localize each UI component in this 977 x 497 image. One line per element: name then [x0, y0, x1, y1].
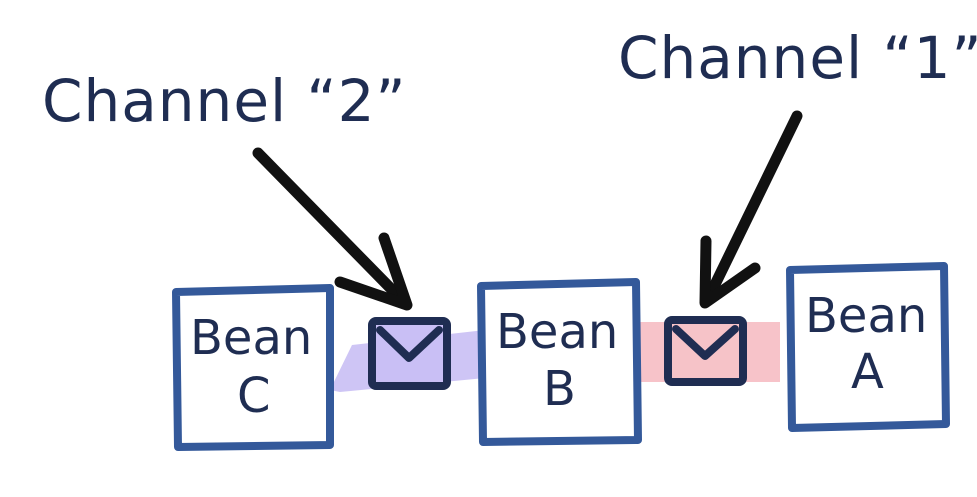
- bean-a-box: Bean A: [786, 262, 950, 432]
- channel-2-label: Channel “2”: [42, 67, 407, 135]
- channel-1-label: Channel “1”: [618, 24, 977, 92]
- bean-a-label-line1: Bean: [805, 288, 927, 344]
- bean-a-label-line2: A: [851, 344, 884, 400]
- envelope-icon: [368, 317, 451, 390]
- bean-c-box: Bean C: [172, 284, 334, 451]
- arrow-channel-2: [252, 147, 413, 311]
- bean-c-label-line2: C: [237, 368, 271, 424]
- arrow-channel-1: [699, 110, 803, 309]
- bean-c-label-line1: Bean: [190, 310, 312, 366]
- envelope-icon: [664, 316, 747, 386]
- bean-b-box: Bean B: [477, 278, 642, 446]
- bean-b-label-line1: Bean: [496, 304, 618, 360]
- bean-b-label-line2: B: [543, 361, 576, 417]
